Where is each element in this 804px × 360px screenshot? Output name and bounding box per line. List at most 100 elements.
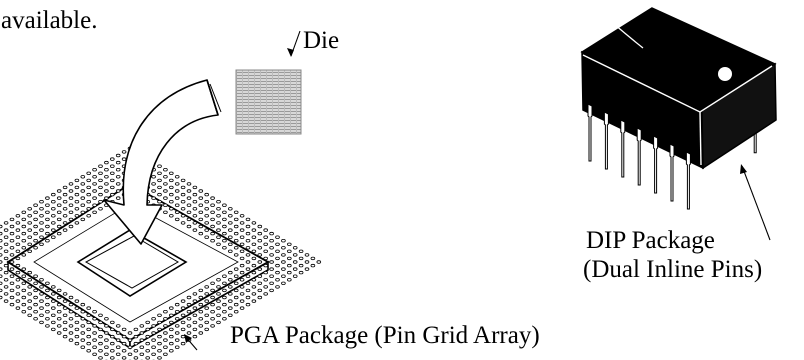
- pga-pin-hole: [257, 267, 263, 271]
- pga-pin-hole: [257, 295, 263, 300]
- pga-pin-hole: [115, 338, 121, 342]
- dip-pins-left-row: [587, 103, 691, 210]
- pga-pin-hole: [80, 210, 86, 214]
- pga-pin-hole: [27, 285, 33, 289]
- pga-pin-hole: [27, 278, 33, 282]
- pga-pin-hole: [257, 246, 263, 250]
- pga-pin-hole: [281, 253, 286, 257]
- pga-pin-hole: [163, 210, 168, 214]
- pga-pin-hole: [45, 310, 50, 314]
- pga-pin-hole: [228, 235, 233, 239]
- pga-pin-hole: [104, 182, 109, 186]
- pga-pin-hole: [239, 299, 245, 303]
- pga-pin-hole: [56, 196, 62, 200]
- pga-pin-hole: [98, 185, 103, 190]
- pga-pin-hole: [0, 274, 3, 278]
- pga-pin-hole: [68, 189, 74, 193]
- pga-pin-hole: [210, 317, 215, 321]
- die-chip: [235, 69, 302, 135]
- pga-pin-hole: [257, 224, 263, 229]
- pga-pin-hole: [104, 160, 109, 165]
- pga-pin-hole: [80, 196, 86, 200]
- pga-pin-hole: [186, 324, 192, 328]
- pga-pin-hole: [263, 292, 269, 296]
- pga-pin-hole: [74, 185, 80, 190]
- pga-pin-hole: [80, 338, 86, 342]
- pga-pin-hole: [56, 295, 62, 300]
- pga-pin-hole: [157, 327, 162, 332]
- pga-pin-hole: [3, 228, 9, 232]
- pga-pin-hole: [3, 242, 9, 246]
- pga-pin-hole: [45, 217, 50, 222]
- pga-pin-hole: [157, 192, 162, 197]
- pga-pin-hole: [74, 214, 80, 218]
- pga-pin-hole: [27, 249, 33, 253]
- pga-pin-hole: [110, 334, 115, 339]
- pga-pin-hole: [216, 299, 221, 303]
- pga-pin-hole: [169, 341, 174, 346]
- pga-pin-hole: [245, 238, 251, 243]
- pga-pin-hole: [269, 260, 274, 264]
- pga-pin-hole: [27, 292, 33, 296]
- pga-pin-hole: [121, 334, 127, 339]
- pga-pin-hole: [62, 306, 68, 310]
- pga-pin-hole: [104, 352, 109, 356]
- pga-pin-hole: [110, 192, 115, 197]
- pga-pin-hole: [15, 242, 21, 246]
- pga-pin-hole: [198, 189, 204, 193]
- pga-pin-hole: [80, 310, 86, 314]
- pga-pin-hole: [86, 185, 91, 190]
- pga-pin-hole: [298, 270, 304, 275]
- pga-pin-hole: [133, 341, 139, 346]
- pga-pin-hole: [50, 228, 56, 232]
- pga-pin-hole: [39, 199, 44, 204]
- pga-pin-hole: [127, 331, 133, 335]
- pga-pin-hole: [310, 263, 316, 268]
- pga-pin-hole: [127, 338, 133, 342]
- pga-pin-hole: [239, 214, 245, 218]
- pga-pin-hole: [39, 313, 44, 317]
- pga-pin-hole: [104, 317, 109, 321]
- pga-pin-hole: [233, 288, 239, 293]
- pga-pin-hole: [80, 203, 86, 207]
- pga-pin-hole: [68, 331, 74, 335]
- pga-pin-hole: [80, 345, 86, 349]
- pga-pin-hole: [228, 214, 233, 218]
- pga-pin-hole: [186, 210, 192, 214]
- pga-pin-hole: [292, 246, 298, 250]
- pga-pin-hole: [192, 228, 198, 232]
- pga-pin-hole: [210, 217, 215, 222]
- pga-pin-hole: [68, 182, 74, 186]
- pga-pin-hole: [275, 242, 280, 246]
- pga-pin-hole: [174, 182, 180, 186]
- pga-pin-hole: [145, 320, 151, 325]
- pga-pin-hole: [139, 338, 145, 342]
- pga-pin-hole: [239, 235, 245, 239]
- pga-pin-hole: [9, 238, 15, 243]
- pga-pin-hole: [121, 157, 127, 161]
- pga-pin-hole: [98, 199, 103, 204]
- pga-pin-hole: [86, 306, 91, 310]
- pga-pin-hole: [110, 341, 115, 346]
- pga-pin-hole: [50, 199, 56, 204]
- pga-pin-hole: [74, 192, 80, 197]
- pga-pin-hole: [251, 235, 257, 239]
- dip-pin: [685, 151, 691, 210]
- pga-pin-hole: [127, 352, 133, 356]
- pga-pin-hole: [9, 260, 15, 264]
- pga-pin-hole: [239, 242, 245, 246]
- pga-pin-hole: [50, 306, 56, 310]
- pga-pin-hole: [210, 302, 215, 307]
- pga-pin-hole: [68, 310, 74, 314]
- pga-pin-hole: [275, 263, 280, 268]
- pga-pin-hole: [257, 253, 263, 257]
- pga-pin-hole: [169, 306, 174, 310]
- pga-pin-hole: [50, 320, 56, 325]
- pga-pin-hole: [174, 331, 180, 335]
- pga-pin-hole: [233, 310, 239, 314]
- pga-pin-hole: [169, 185, 174, 190]
- pga-pin-hole: [275, 249, 280, 253]
- pga-pin-hole: [92, 210, 97, 214]
- pga-pin-hole: [263, 228, 269, 232]
